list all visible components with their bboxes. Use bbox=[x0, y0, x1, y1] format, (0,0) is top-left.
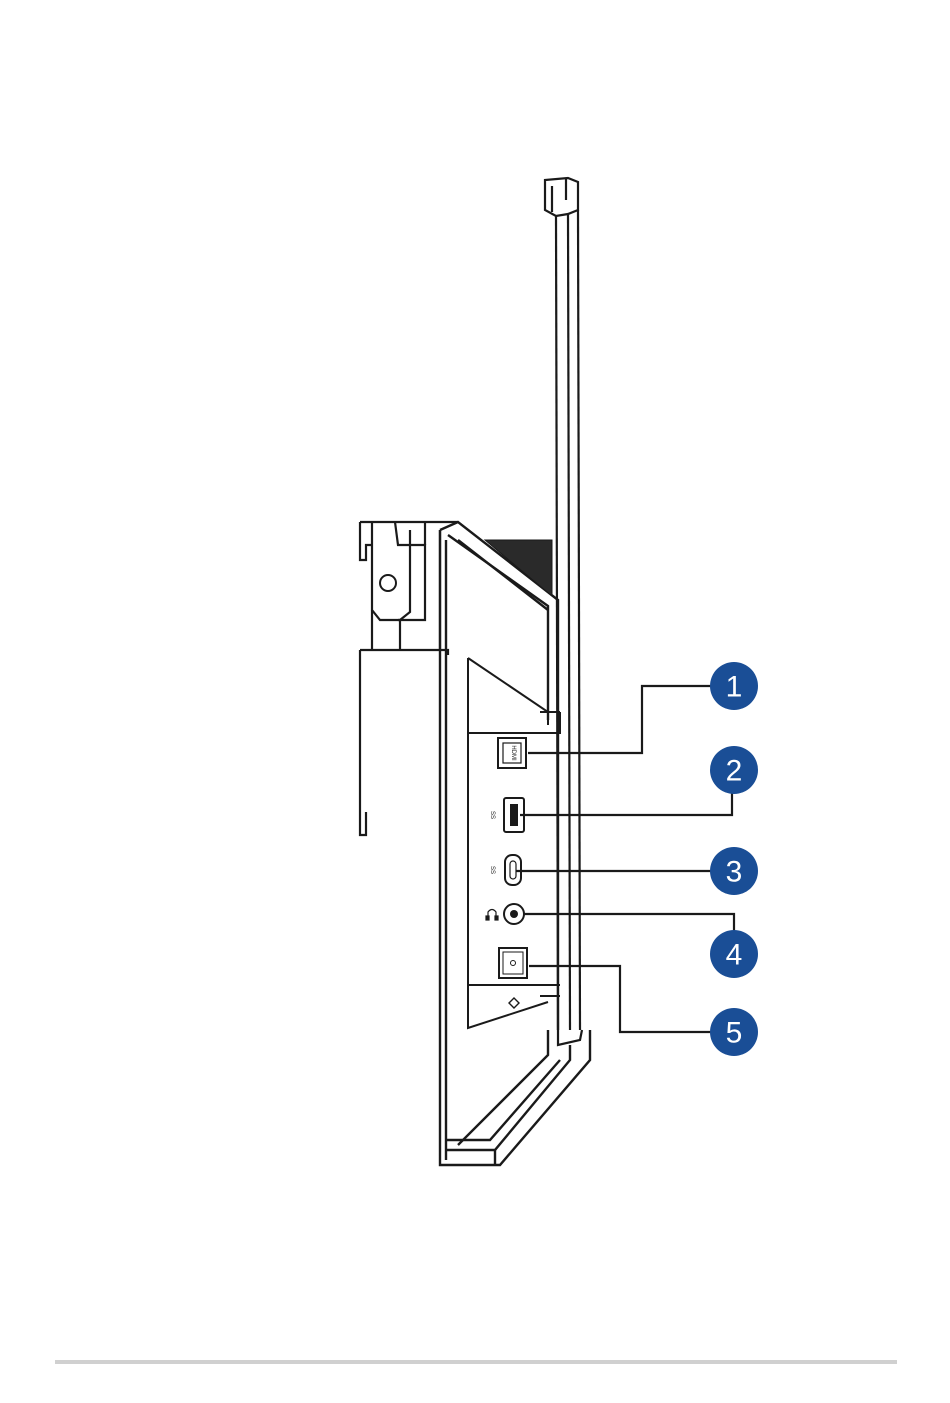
footer-rule bbox=[55, 1360, 897, 1364]
leader-line-2 bbox=[520, 790, 732, 815]
callout-2-number: 2 bbox=[726, 755, 743, 788]
callout-3-number: 3 bbox=[726, 856, 743, 889]
leader-line-5 bbox=[529, 966, 712, 1032]
leader-lines bbox=[516, 686, 734, 1032]
callout-1-number: 1 bbox=[726, 671, 743, 704]
audio-jack bbox=[486, 904, 524, 924]
leader-line-1 bbox=[528, 686, 712, 753]
hinge-screw-icon bbox=[380, 575, 396, 591]
callout-5: 5 bbox=[710, 1008, 758, 1056]
usb-a-port: SS bbox=[489, 798, 524, 832]
hdmi-port: HDMI bbox=[498, 738, 526, 768]
callout-1: 1 bbox=[710, 662, 758, 710]
power-button bbox=[499, 948, 527, 978]
headphone-icon bbox=[486, 910, 498, 921]
callout-4-number: 4 bbox=[726, 939, 743, 972]
leader-line-4 bbox=[524, 914, 734, 932]
callout-3: 3 bbox=[710, 847, 758, 895]
hinge-bracket bbox=[360, 522, 458, 835]
hdmi-port-label: HDMI bbox=[510, 745, 516, 761]
base-body bbox=[440, 522, 590, 1165]
power-led-icon bbox=[509, 998, 519, 1008]
usb-c-port-label: SS bbox=[489, 866, 495, 874]
usb-a-port-label: SS bbox=[489, 811, 495, 819]
callout-2: 2 bbox=[710, 746, 758, 794]
callout-4: 4 bbox=[710, 930, 758, 978]
callout-5-number: 5 bbox=[726, 1017, 743, 1050]
